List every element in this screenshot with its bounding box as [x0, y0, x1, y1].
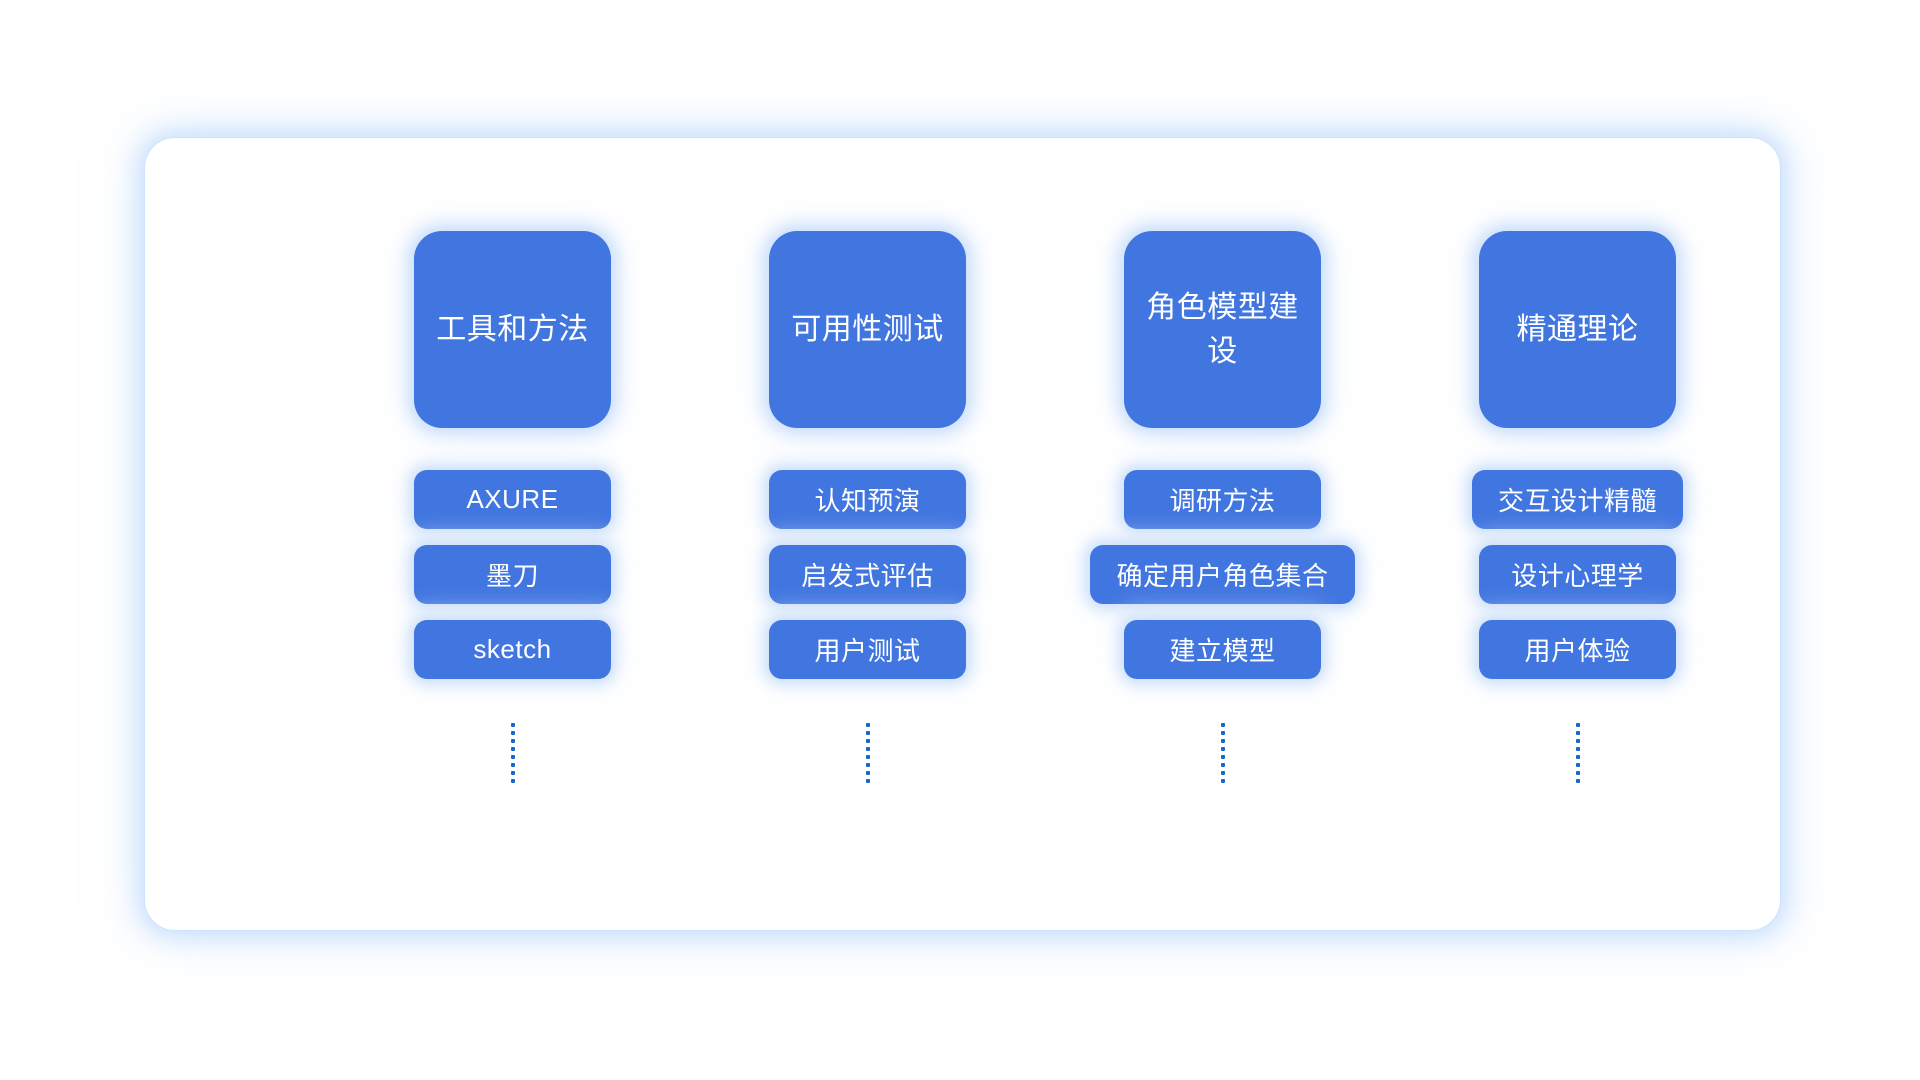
dot: [1575, 747, 1580, 751]
list-item[interactable]: 启发式评估: [769, 545, 966, 604]
dot: [510, 731, 515, 735]
dot: [1575, 731, 1580, 735]
category-column-theory-mastery: 精通理论 交互设计精髓 设计心理学 用户体验: [1400, 138, 1755, 930]
dot: [865, 755, 870, 759]
dot: [510, 763, 515, 767]
dot: [1220, 739, 1225, 743]
item-list-usability-testing: 认知预演 启发式评估 用户测试: [769, 470, 966, 679]
dot: [1575, 723, 1580, 727]
dot: [1220, 779, 1225, 783]
dot: [510, 723, 515, 727]
vertical-ellipsis-icon: [1220, 723, 1225, 783]
dot: [1575, 755, 1580, 759]
list-item[interactable]: 设计心理学: [1478, 545, 1676, 604]
dot: [1220, 723, 1225, 727]
dot: [1575, 771, 1580, 775]
dot: [510, 739, 515, 743]
list-item[interactable]: 用户测试: [769, 620, 966, 679]
item-list-theory-mastery: 交互设计精髓 设计心理学 用户体验: [1471, 470, 1683, 679]
category-card-usability-testing[interactable]: 可用性测试: [769, 231, 966, 428]
dot: [1220, 731, 1225, 735]
dot: [865, 763, 870, 767]
dot: [865, 739, 870, 743]
dot: [1575, 779, 1580, 783]
list-item[interactable]: 确定用户角色集合: [1090, 545, 1355, 604]
list-item[interactable]: 调研方法: [1123, 470, 1321, 529]
dot: [865, 723, 870, 727]
item-list-persona-modeling: 调研方法 确定用户角色集合 建立模型: [1090, 470, 1355, 679]
dot: [1220, 755, 1225, 759]
category-column-tools-and-methods: 工具和方法 AXURE 墨刀 sketch: [335, 138, 690, 930]
dot: [1220, 771, 1225, 775]
column-grid: 工具和方法 AXURE 墨刀 sketch: [145, 138, 1780, 930]
category-column-usability-testing: 可用性测试 认知预演 启发式评估 用户测试: [690, 138, 1045, 930]
list-item[interactable]: 用户体验: [1478, 620, 1676, 679]
dot: [510, 747, 515, 751]
dot: [1220, 747, 1225, 751]
list-item[interactable]: 建立模型: [1123, 620, 1321, 679]
list-item[interactable]: sketch: [414, 620, 611, 679]
vertical-ellipsis-icon: [510, 723, 515, 783]
dot: [1575, 763, 1580, 767]
category-column-persona-modeling: 角色模型建设 调研方法 确定用户角色集合 建立模型: [1045, 138, 1400, 930]
dot: [510, 779, 515, 783]
dot: [865, 771, 870, 775]
category-card-theory-mastery[interactable]: 精通理论: [1479, 231, 1676, 428]
dot: [1220, 763, 1225, 767]
dot: [865, 747, 870, 751]
item-list-tools-and-methods: AXURE 墨刀 sketch: [414, 470, 611, 679]
list-item[interactable]: 墨刀: [414, 545, 611, 604]
list-item[interactable]: 认知预演: [769, 470, 966, 529]
dot: [1575, 739, 1580, 743]
dot: [865, 731, 870, 735]
content-panel: 工具和方法 AXURE 墨刀 sketch: [145, 138, 1780, 930]
vertical-ellipsis-icon: [865, 723, 870, 783]
category-card-persona-modeling[interactable]: 角色模型建设: [1124, 231, 1321, 428]
dot: [510, 771, 515, 775]
list-item[interactable]: 交互设计精髓: [1471, 470, 1683, 529]
dot: [865, 779, 870, 783]
vertical-ellipsis-icon: [1575, 723, 1580, 783]
list-item[interactable]: AXURE: [414, 470, 611, 529]
category-card-tools-and-methods[interactable]: 工具和方法: [414, 231, 611, 428]
dot: [510, 755, 515, 759]
